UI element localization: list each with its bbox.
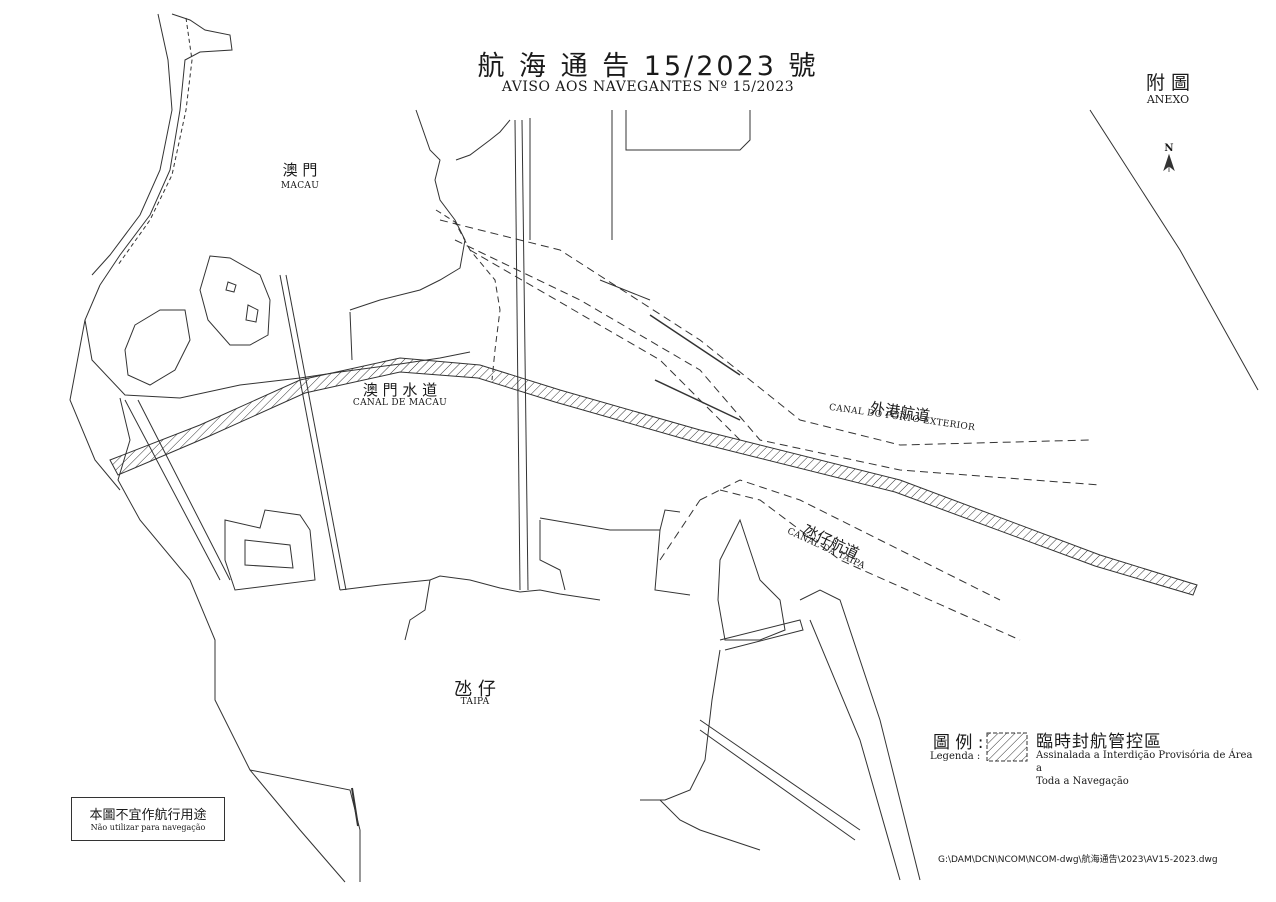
canal-porto-exterior-north <box>439 219 1091 446</box>
disclaimer-box: 本圖不宜作航行用途 Não utilizar para navegação <box>71 797 225 841</box>
place-taipa-zh: 氹 仔 <box>454 679 496 700</box>
disclaimer-pt: Não utilizar para navegação <box>90 823 206 832</box>
reclaim-island-1 <box>199 255 271 346</box>
legend-hatch-box <box>986 732 1028 762</box>
canal-taipa-lines <box>699 479 1001 601</box>
canal-porto-exterior-south <box>454 239 1101 486</box>
bridge-west <box>279 274 341 591</box>
macau-west-coast <box>91 13 173 276</box>
legend-area-zh: 臨時封航管控區 <box>1036 732 1162 752</box>
file-path: G:\DAM\DCN\NCOM\NCOM-dwg\航海通告\2023\AV15-… <box>938 855 1218 865</box>
north-arrow-icon <box>1163 153 1175 172</box>
place-taipa-pt: TAIPA <box>460 697 490 707</box>
taipa-north-coast <box>339 575 601 601</box>
page-subtitle: AVISO AOS NAVEGANTES Nº 15/2023 <box>501 79 795 95</box>
disclaimer-zh: 本圖不宜作航行用途 <box>89 808 207 823</box>
macau-pier <box>99 13 233 286</box>
annex-label-zh: 附 圖 <box>1145 72 1191 94</box>
place-macau-zh: 澳 門 <box>282 161 318 179</box>
annex-label-pt: ANEXO <box>1146 93 1190 106</box>
legend-title: 圖 例 : <box>933 733 984 753</box>
bridge-east <box>514 119 521 591</box>
page-title: 航 海 通 告 15/2023 號 <box>477 51 819 82</box>
restricted-area-hatch <box>109 357 1198 596</box>
place-canal-macau-pt: CANAL DE MACAU <box>352 398 448 408</box>
place-macau-pt: MACAU <box>280 181 320 191</box>
north-label: N <box>1164 143 1174 154</box>
legend-area-pt-line2: Toda a Navegação <box>1036 776 1129 787</box>
place-canal-macau-zh: 澳 門 水 道 <box>362 381 438 399</box>
legend-area-pt: Assinalada a Interdição Provisória de Ár… <box>1036 749 1256 788</box>
legend-area-pt-line1: Assinalada a Interdição Provisória de Ár… <box>1036 750 1253 774</box>
reclaim-island-2 <box>124 309 191 386</box>
legend-label-pt: Legenda : <box>930 751 981 762</box>
airport-runway <box>699 719 861 831</box>
